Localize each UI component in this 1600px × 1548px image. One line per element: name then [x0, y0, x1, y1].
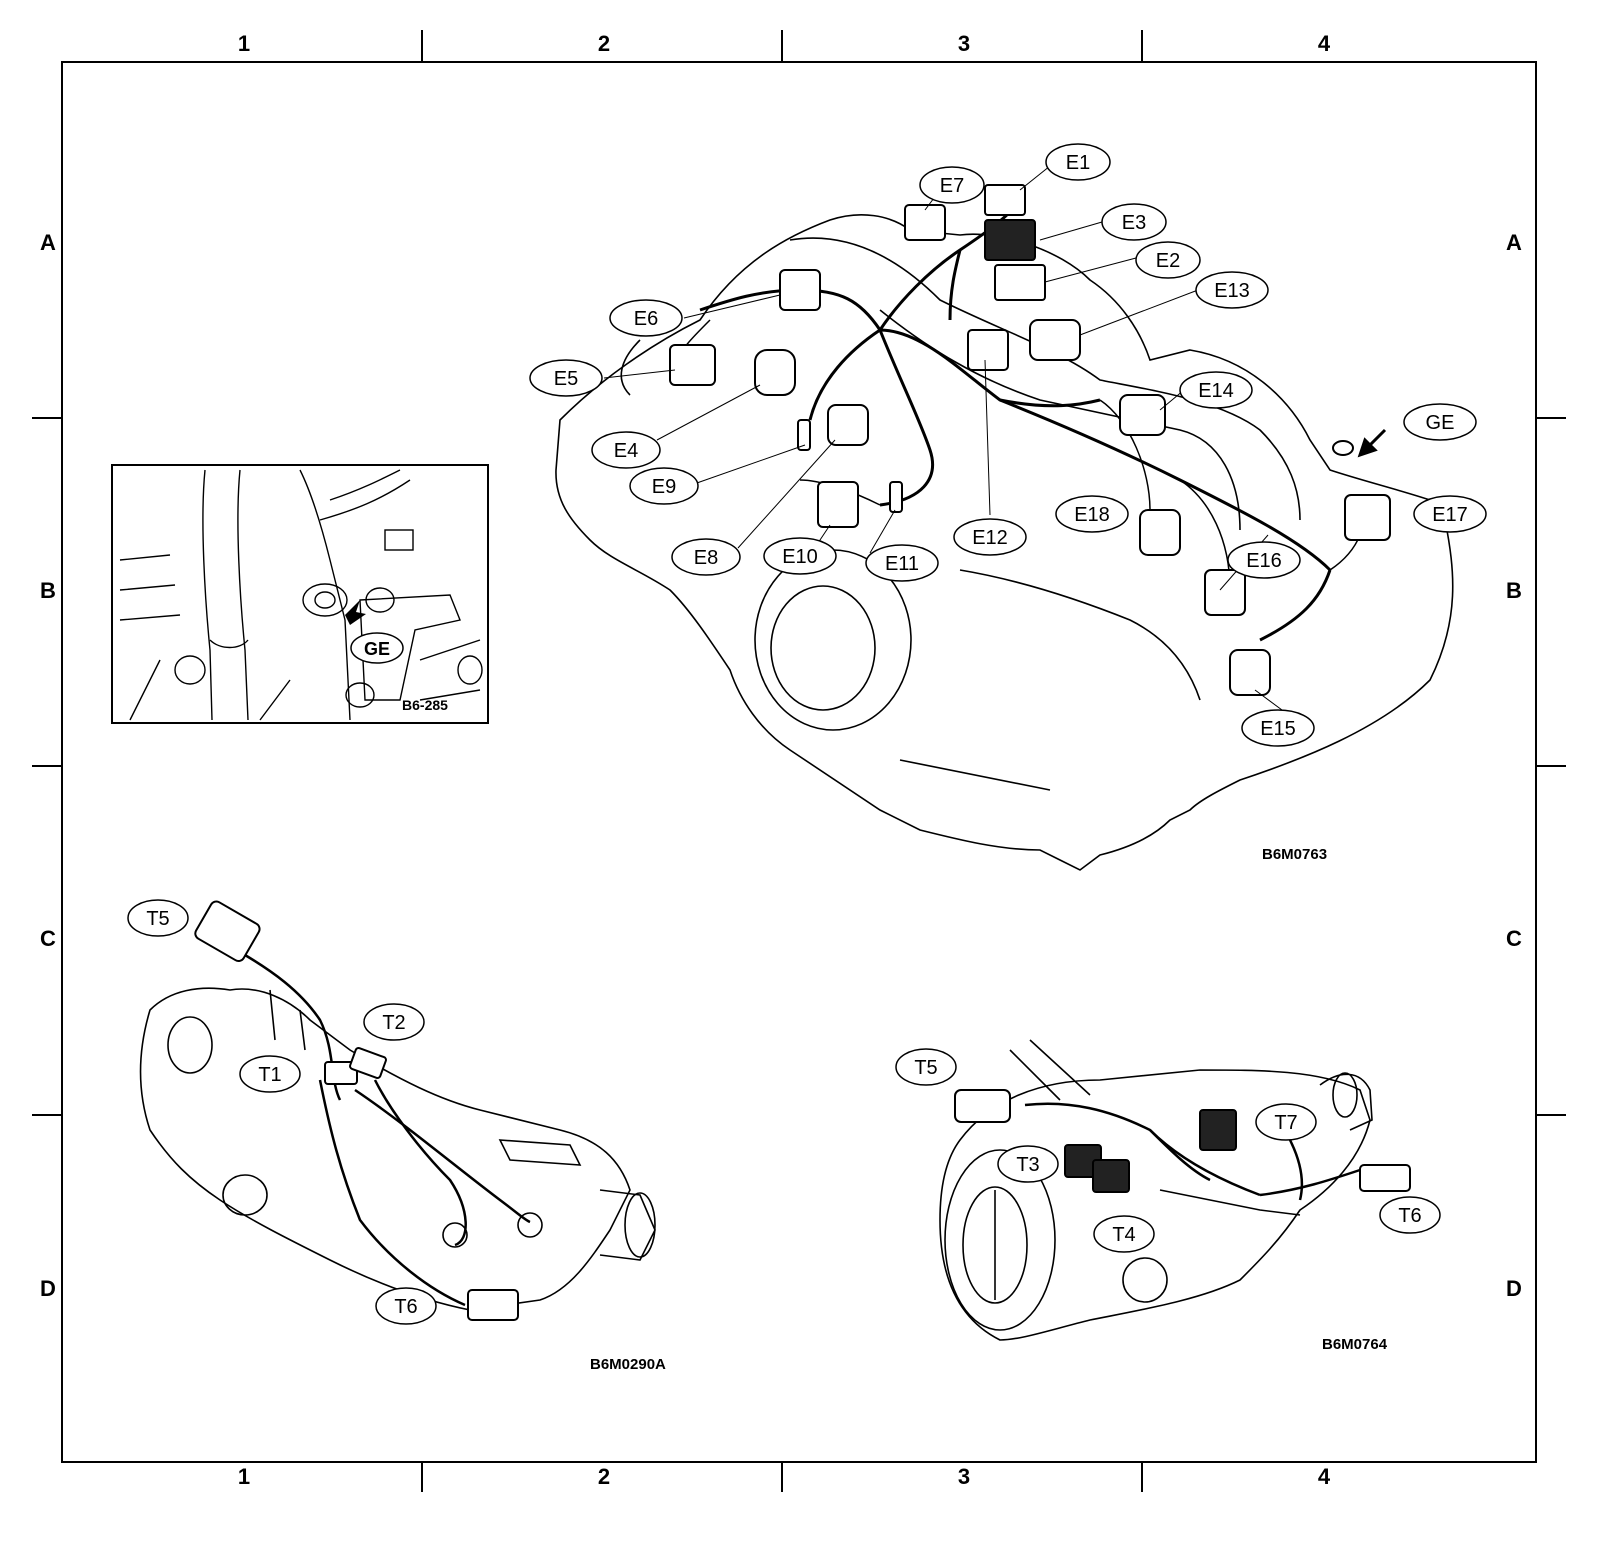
transmission-right-callouts	[895, 1048, 1441, 1253]
tr-label-t6: T6	[1398, 1205, 1421, 1227]
transmission-left-connectors	[194, 900, 519, 1321]
callout-e18	[1055, 495, 1129, 533]
row-label-left-c: C	[40, 926, 56, 951]
engine-connector-bodies	[669, 184, 1391, 696]
row-label-left-a: A	[40, 230, 56, 255]
callout-e10	[763, 537, 837, 575]
callout-e8	[671, 538, 741, 576]
label-e17: E17	[1432, 504, 1468, 526]
row-label-right-b: B	[1506, 578, 1522, 603]
callout-e9	[629, 467, 699, 505]
inset-callout-ge	[350, 632, 404, 664]
transmission-right-outline	[939, 1039, 1373, 1341]
callout-e1	[1045, 143, 1111, 181]
engine-figure-id: B6M0763	[1262, 846, 1328, 863]
main-frame	[61, 61, 1537, 1463]
label-e9: E9	[652, 476, 676, 498]
callout-e7	[919, 166, 985, 204]
row-label-left-d: D	[40, 1276, 56, 1301]
col-label-bottom-4: 4	[1317, 1464, 1331, 1489]
label-ge: GE	[1426, 412, 1455, 434]
label-e3: E3	[1122, 212, 1146, 234]
callout-e16	[1227, 541, 1301, 579]
callout-e12	[953, 518, 1027, 556]
callout-e13	[1195, 271, 1269, 309]
tr-label-t3: T3	[1016, 1154, 1039, 1176]
transmission-left-figure-id: B6M0290A	[590, 1356, 666, 1373]
col-label-bottom-3: 3	[957, 1464, 971, 1489]
col-label-bottom-2: 2	[597, 1464, 611, 1489]
inset-ground-arrow-icon	[345, 600, 366, 625]
label-e16: E16	[1246, 550, 1282, 572]
label-e14: E14	[1198, 380, 1234, 402]
transmission-right-connectors	[954, 1089, 1411, 1193]
tl-label-t6: T6	[394, 1296, 417, 1318]
callout-e14	[1179, 371, 1253, 409]
callout-e6	[609, 299, 683, 337]
row-label-right-d: D	[1506, 1276, 1522, 1301]
label-e2: E2	[1156, 250, 1180, 272]
inset-figure-id: B6-285	[402, 697, 448, 713]
inset-label-ge: GE	[364, 639, 390, 659]
tl-label-t2: T2	[382, 1012, 405, 1034]
tr-label-t4: T4	[1112, 1224, 1135, 1246]
callout-e2	[1135, 241, 1201, 279]
transmission-right-harness	[1024, 1102, 1361, 1201]
transmission-left-labels: T1 T2 T5 T6	[146, 908, 417, 1318]
label-e15: E15	[1260, 718, 1296, 740]
label-e10: E10	[782, 546, 818, 568]
tl-label-t5: T5	[146, 908, 169, 930]
transmission-right-figure-id: B6M0764	[1322, 1336, 1388, 1353]
col-label-top-4: 4	[1317, 31, 1331, 56]
callout-e3	[1101, 203, 1167, 241]
row-label-right-c: C	[1506, 926, 1522, 951]
engine-callout-labels: E1 E2 E3 E4 E5 E6 E7 E8 E9 E10 E11 E12 E…	[554, 152, 1468, 740]
engine-callouts	[529, 143, 1487, 747]
label-e6: E6	[634, 308, 658, 330]
tl-label-t1: T1	[258, 1064, 281, 1086]
tr-label-t7: T7	[1274, 1112, 1297, 1134]
row-label-right-a: A	[1506, 230, 1522, 255]
col-label-bottom-1: 1	[237, 1464, 251, 1489]
col-label-top-2: 2	[597, 31, 611, 56]
callout-e4	[591, 431, 661, 469]
label-e11: E11	[885, 553, 919, 575]
callout-e5	[529, 359, 603, 397]
label-e8: E8	[694, 547, 718, 569]
grid-ticks	[32, 30, 1566, 1492]
label-e5: E5	[554, 368, 578, 390]
transmission-left-outline	[139, 987, 656, 1311]
label-e18: E18	[1074, 504, 1110, 526]
ground-arrow-icon	[1357, 428, 1387, 458]
label-e4: E4	[614, 440, 638, 462]
callout-ge	[1403, 403, 1477, 441]
label-e13: E13	[1214, 280, 1250, 302]
col-label-top-3: 3	[957, 31, 971, 56]
row-label-left-b: B	[40, 578, 56, 603]
callout-e17	[1413, 495, 1487, 533]
col-label-top-1: 1	[237, 31, 251, 56]
callout-e11	[865, 544, 939, 582]
transmission-right-labels: T3 T4 T5 T6 T7	[914, 1057, 1421, 1246]
callout-e15	[1241, 709, 1315, 747]
transmission-left-callouts	[127, 899, 437, 1325]
tr-label-t5: T5	[914, 1057, 937, 1079]
label-e7: E7	[940, 175, 964, 197]
inset-box: GE B6-285	[111, 464, 489, 724]
label-e1: E1	[1066, 152, 1090, 174]
transmission-left-harness	[244, 953, 531, 1307]
label-e12: E12	[972, 527, 1008, 549]
